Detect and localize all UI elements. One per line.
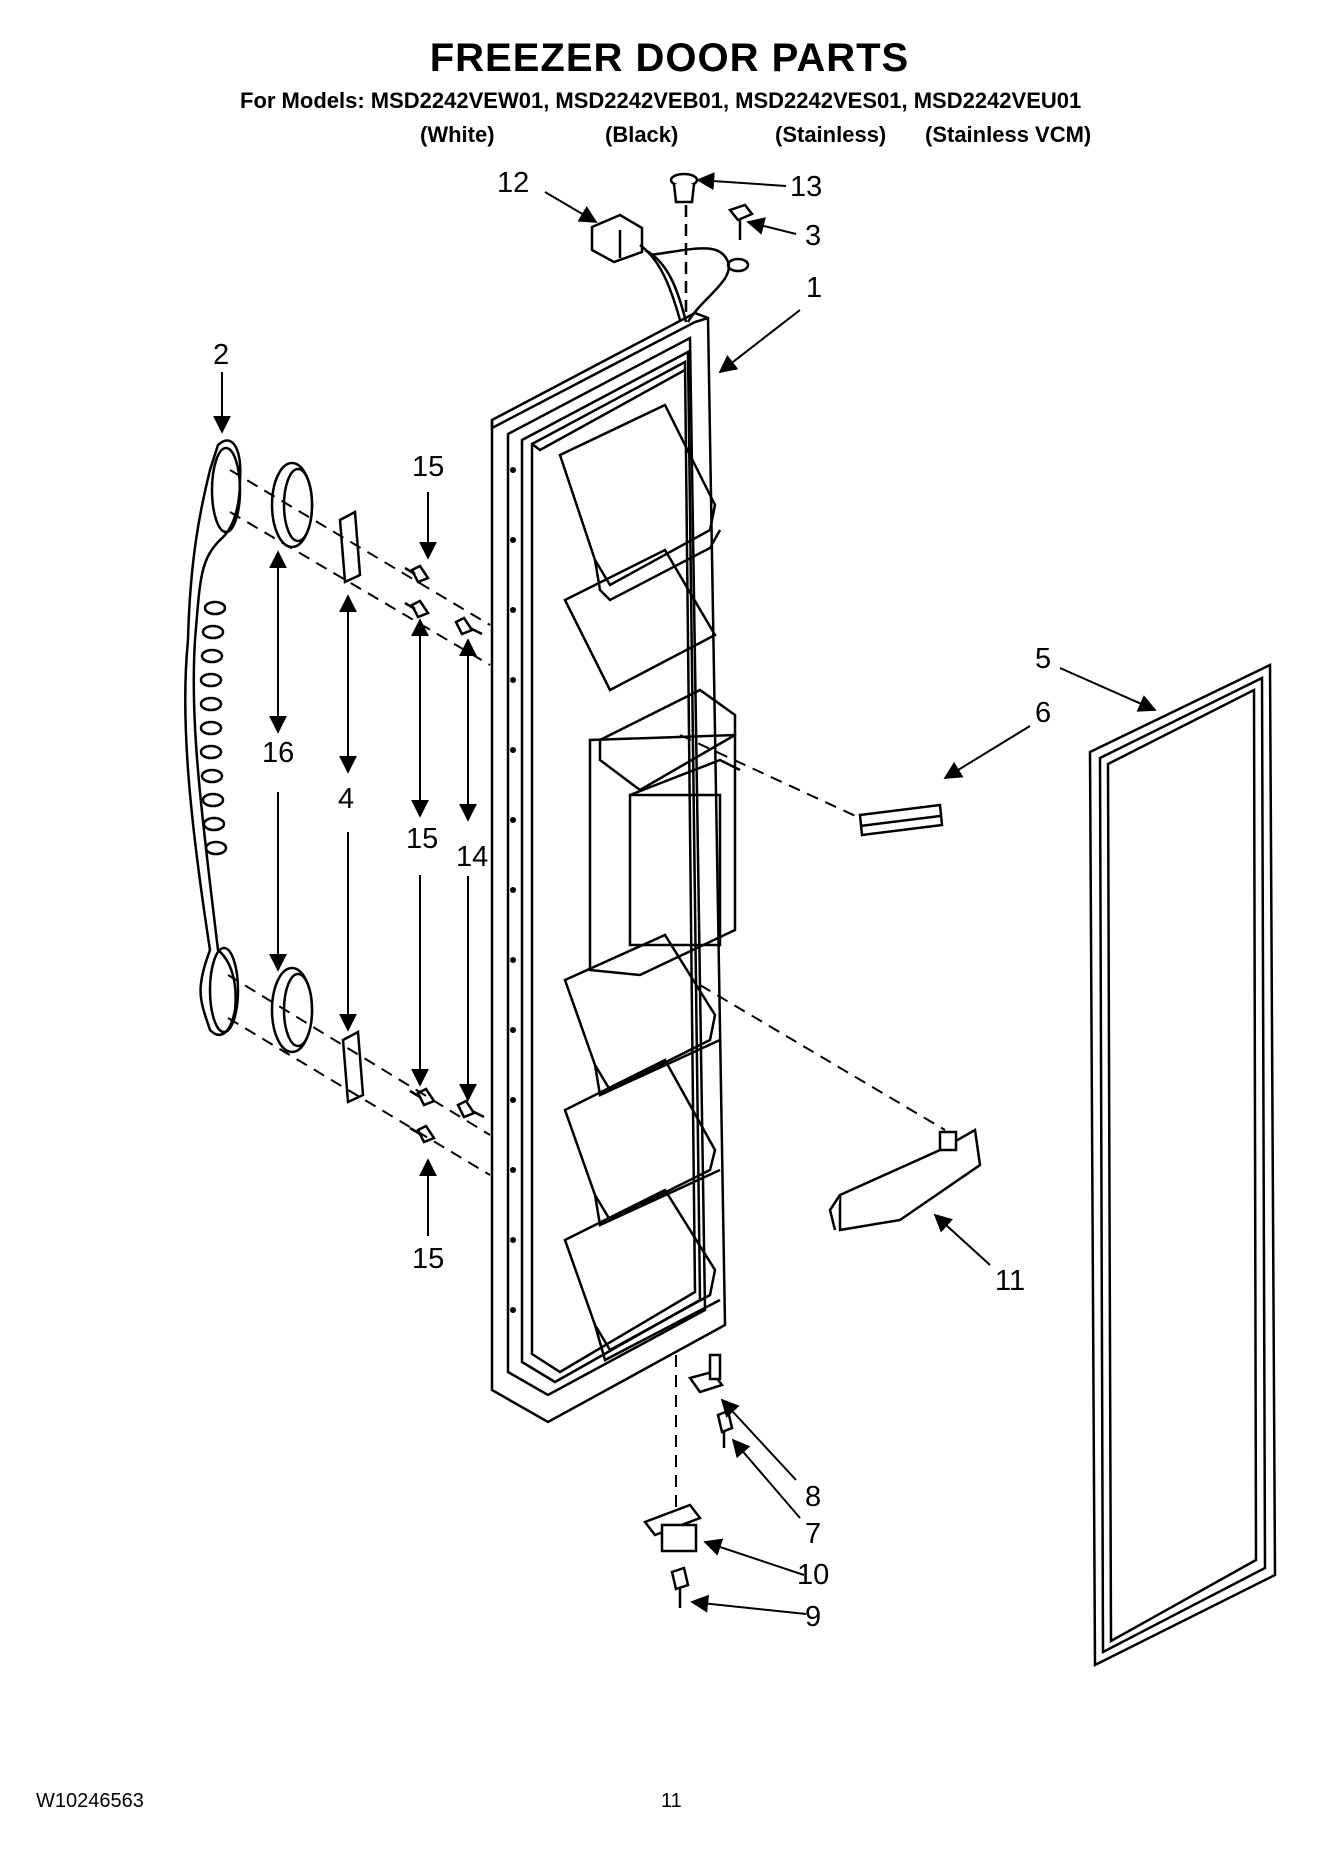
page-number: 11 xyxy=(661,1790,682,1812)
screw-part-3 xyxy=(727,203,754,240)
gasket-dots xyxy=(510,467,516,1313)
document-number: W10246563 xyxy=(36,1790,144,1812)
callout-15-top: 15 xyxy=(412,451,444,483)
models-line: For Models: MSD2242VEW01, MSD2242VEB01, … xyxy=(240,88,1082,113)
finish-stainless-vcm: (Stainless VCM) xyxy=(925,122,1092,147)
callout-14: 14 xyxy=(456,841,488,873)
finish-white: (White) xyxy=(420,122,495,147)
callout-4: 4 xyxy=(338,783,354,815)
finish-black: (Black) xyxy=(605,122,679,147)
callout-6: 6 xyxy=(1035,697,1051,729)
finish-stainless: (Stainless) xyxy=(775,122,887,147)
callout-13: 13 xyxy=(790,171,822,203)
callout-15-bottom: 15 xyxy=(412,1243,444,1275)
handle-part xyxy=(183,439,242,1036)
callout-5: 5 xyxy=(1035,643,1051,675)
callout-10: 10 xyxy=(797,1559,829,1591)
door-gasket-part-5 xyxy=(1088,663,1277,1668)
callout-1: 1 xyxy=(806,272,822,304)
handle-end-caps xyxy=(270,461,314,1054)
callout-2: 2 xyxy=(213,339,229,371)
cover-strip-part-6 xyxy=(858,803,944,837)
screws xyxy=(404,564,485,1144)
hinge-parts xyxy=(642,1353,734,1608)
callout-11: 11 xyxy=(995,1265,1025,1297)
mounting-brackets xyxy=(338,509,365,1104)
callout-12: 12 xyxy=(497,167,529,199)
door-bin-part-11 xyxy=(828,1128,982,1232)
callout-3: 3 xyxy=(805,220,821,252)
callout-7: 7 xyxy=(805,1518,821,1550)
freezer-door-part xyxy=(490,311,741,1424)
handle-grip-ovals xyxy=(199,600,228,856)
plug-part-13 xyxy=(669,172,699,204)
callout-15-middle: 15 xyxy=(406,823,438,855)
assembly-dashed-lines xyxy=(227,469,946,1515)
callout-8: 8 xyxy=(805,1481,821,1513)
callout-9: 9 xyxy=(805,1601,821,1633)
callout-16: 16 xyxy=(262,737,294,769)
wire-harness xyxy=(590,213,750,323)
leader-arrows xyxy=(213,172,1157,1615)
page-title: FREEZER DOOR PARTS xyxy=(429,36,910,80)
